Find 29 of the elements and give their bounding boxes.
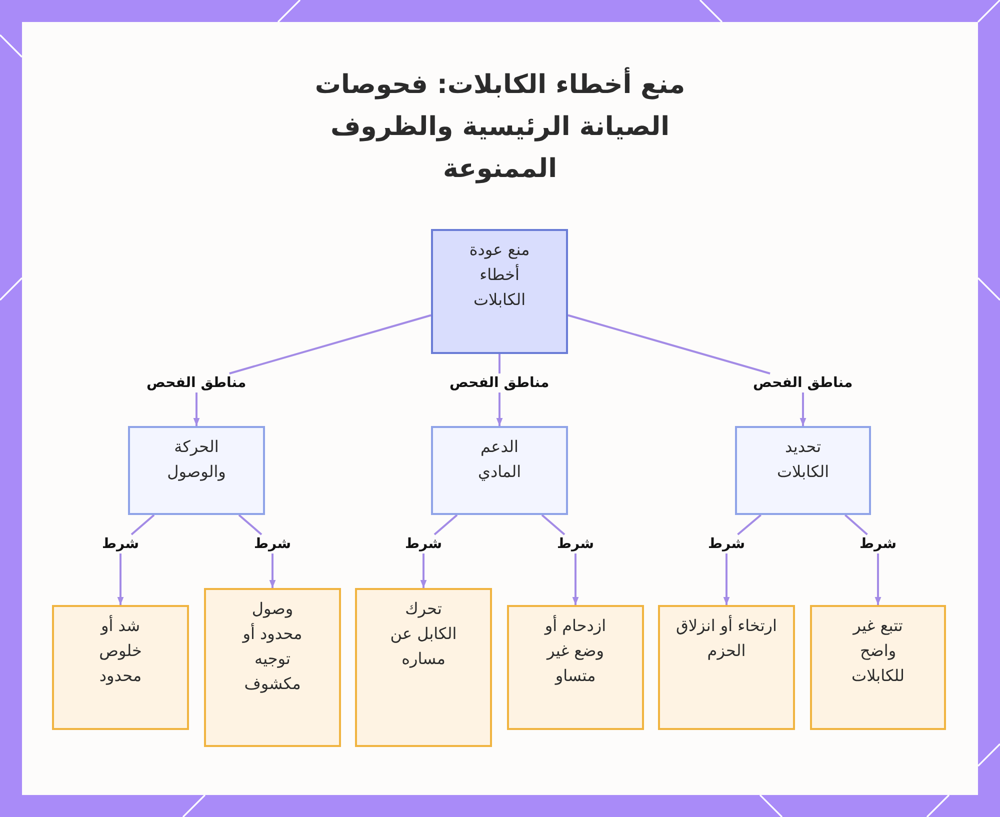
condition-box: تتبع غير واضح للكابلات (810, 605, 946, 730)
edge-label: مناطق الفحص (753, 374, 853, 392)
arrow (844, 514, 882, 606)
arrow (567, 314, 806, 427)
condition-box: ارتخاء أو انزلاق الحزم (658, 605, 795, 730)
arrow (723, 514, 762, 606)
title: منع أخطاء الكابلات: فحوصات الصيانة الرئيسية والظروف الممنوعة (310, 64, 690, 190)
arrow (540, 514, 579, 606)
category-box: الدعم المادي (431, 426, 568, 515)
edge-label: شرط (860, 536, 897, 552)
arrow (238, 514, 276, 589)
edge-label: مناطق الفحص (450, 374, 550, 392)
condition-box: وصول محدود أو توجيه مكشوف (204, 588, 341, 747)
arrow (117, 514, 156, 606)
arrow (496, 353, 503, 427)
arrow (193, 314, 432, 427)
condition-box: ازدحام أو وضع غير متساو (507, 605, 644, 730)
edge-label: شرط (708, 536, 746, 552)
arrow (420, 514, 458, 589)
condition-box: شد أو خلوص محدود (52, 605, 189, 730)
category-box: تحديد الكابلات (735, 426, 871, 515)
edge-label: شرط (557, 536, 594, 552)
root-box: منع عودة أخطاء الكابلات (431, 229, 568, 354)
edge-label: شرط (102, 536, 140, 552)
category-box: الحركة والوصول (128, 426, 265, 515)
edge-label: مناطق الفحص (146, 374, 246, 392)
edge-label: شرط (405, 536, 442, 552)
edge-label: شرط (254, 536, 292, 552)
condition-box: تحرك الكابل عن مساره (355, 588, 492, 747)
